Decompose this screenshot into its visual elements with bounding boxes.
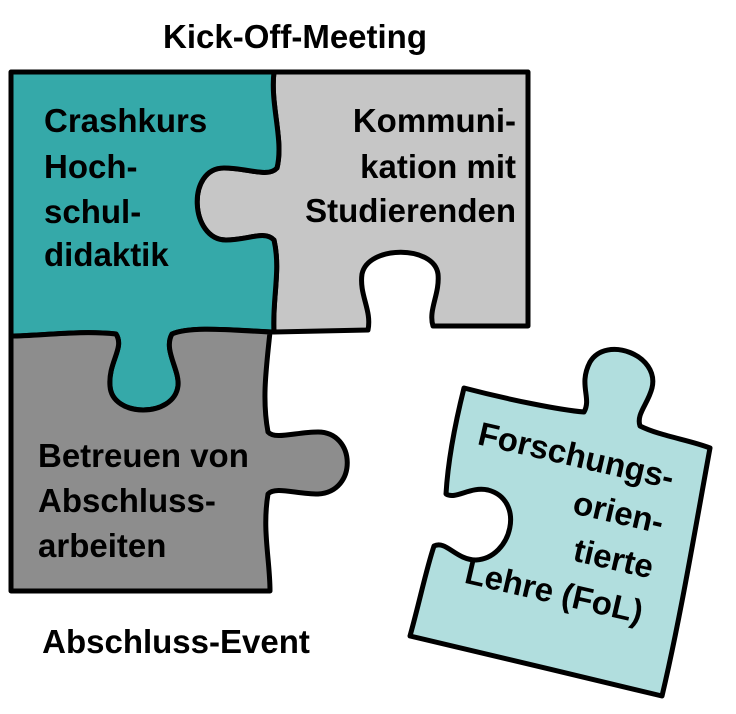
- label-line: kation mit: [360, 148, 516, 185]
- label-line: didaktik: [44, 236, 169, 273]
- label-line: Studierenden: [305, 192, 516, 229]
- title-abschluss-event: Abschluss-Event: [42, 623, 310, 660]
- label-line: Kommuni-: [353, 102, 516, 139]
- label-line: Crashkurs: [44, 102, 207, 139]
- label-line: Hoch-: [44, 148, 138, 185]
- label-line: schul-: [44, 193, 141, 230]
- label-line: arbeiten: [38, 527, 166, 564]
- label-crashkurs: Crashkurs Hoch- schul- didaktik: [44, 102, 207, 273]
- puzzle-piece-forschung: [407, 346, 713, 699]
- label-line: Betreuen von: [38, 437, 249, 474]
- label-betreuen: Betreuen von Abschluss- arbeiten: [38, 437, 249, 564]
- label-line: Abschluss-: [38, 482, 216, 519]
- puzzle-piece-betreuen: [8, 326, 350, 594]
- label-kommunikation: Kommuni- kation mit Studierenden: [305, 102, 516, 229]
- title-kick-off-meeting: Kick-Off-Meeting: [163, 18, 427, 55]
